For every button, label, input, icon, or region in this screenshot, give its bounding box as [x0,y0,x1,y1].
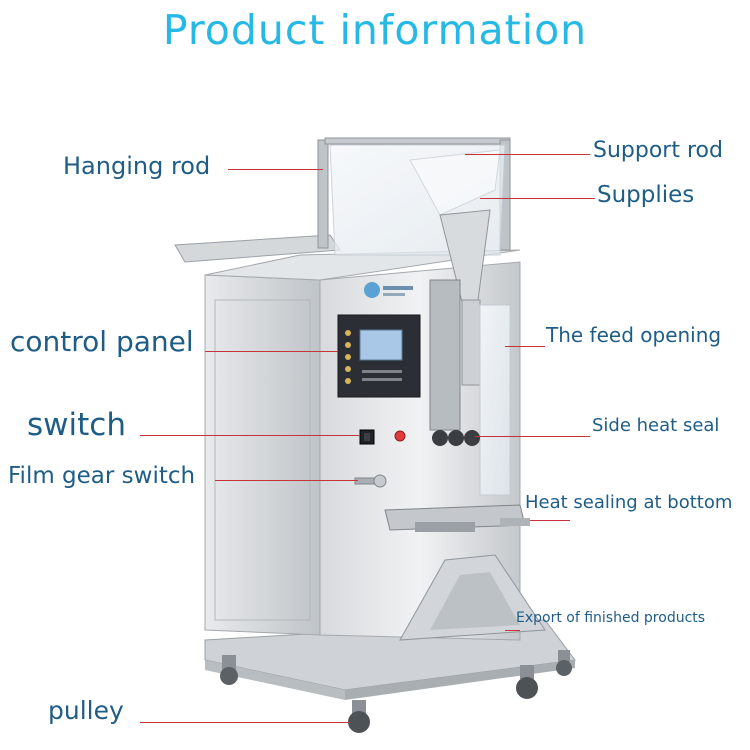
leader-control-panel [205,351,338,352]
feed-funnel [439,209,491,386]
side-heat-seal-mechanism [429,279,511,496]
page-title: Product information [162,6,588,54]
rocker-switch-icon [359,429,375,445]
control-panel-unit [337,314,421,398]
leader-side-heat-seal [475,436,590,437]
discharge-chute [399,554,546,641]
label-switch: switch [27,407,126,443]
bottom-heat-sealer [384,504,530,532]
leader-support-rod [465,154,590,155]
brand-logo-icon [364,282,413,298]
hanging-rod-shelf [174,137,511,263]
leader-switch [140,435,360,436]
label-side-heat-seal: Side heat seal [592,415,720,436]
label-control-panel: control panel [10,325,194,358]
label-export-finished: Export of finished products [516,610,706,626]
leader-supplies [480,198,595,199]
label-pulley: pulley [48,696,124,725]
label-feed-opening: The feed opening [546,323,722,347]
label-supplies: Supplies [597,182,695,208]
label-film-gear-switch: Film gear switch [8,463,196,489]
leader-film-gear-switch [215,480,358,481]
label-hanging-rod: Hanging rod [63,152,211,180]
label-heat-sealing-bottom: Heat sealing at bottom [525,492,733,513]
leader-heat-sealing-bottom [530,520,570,521]
leader-export-finished [505,630,520,631]
film-gear-lever [354,474,387,488]
red-indicator-light-icon [394,430,406,442]
leader-pulley [140,722,350,723]
caster-wheel-icon [220,650,572,733]
label-support-rod: Support rod [593,138,723,163]
leader-feed-opening [505,346,545,347]
leader-hanging-rod [228,169,323,170]
